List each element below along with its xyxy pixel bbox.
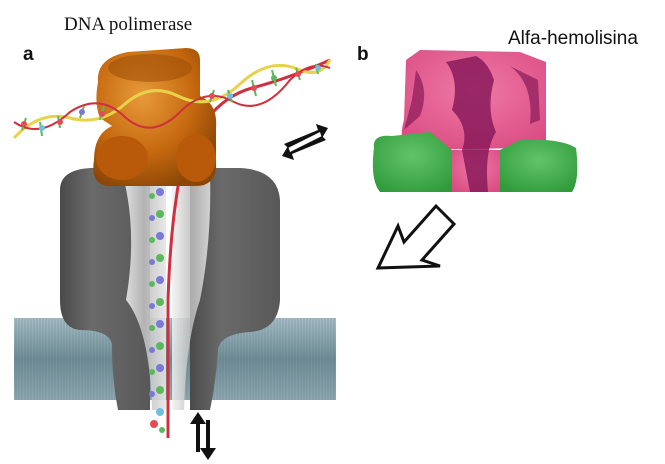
polymerase-label: DNA polimerase [64, 14, 193, 35]
hemolysin-label: Alfa-hemolisina [508, 28, 638, 49]
protein-nanopore [60, 168, 280, 410]
dna-double-helix [12, 59, 332, 140]
orientation-arrow [375, 203, 457, 270]
panel-label-b: b [357, 44, 369, 65]
panel-label-a: a [23, 44, 34, 65]
dna-strand-bases-in-pore [149, 188, 165, 433]
translocation-arrows-horizontal [282, 124, 328, 160]
translocation-arrows-vertical [190, 412, 216, 460]
dna-polymerase [93, 48, 217, 186]
alpha-hemolysin-structure [372, 50, 578, 192]
